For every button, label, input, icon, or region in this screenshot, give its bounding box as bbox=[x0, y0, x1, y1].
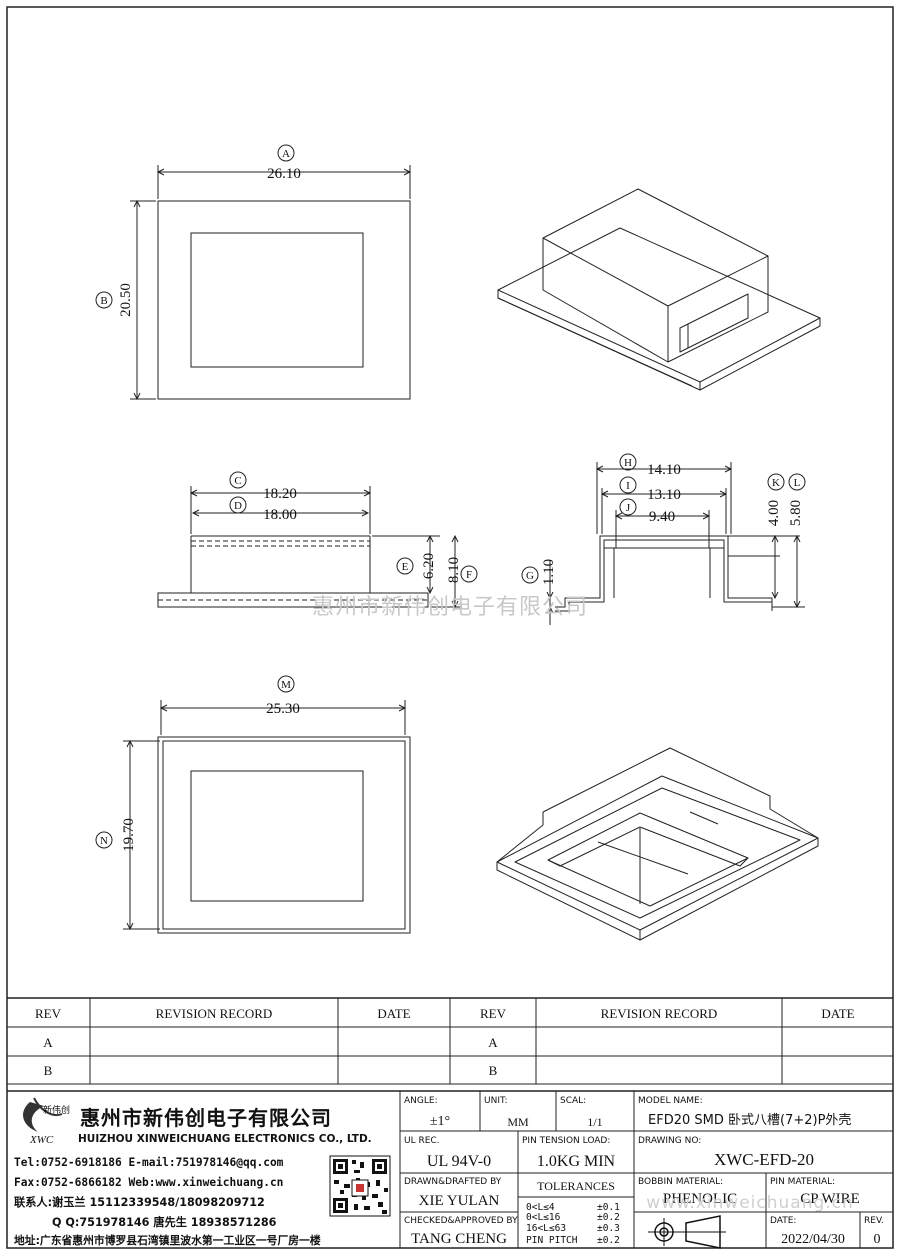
revision-record-header-1: REVISION RECORD bbox=[156, 1006, 273, 1021]
scal-value: 1/1 bbox=[587, 1115, 602, 1129]
drawn-by-value: XIE YULAN bbox=[419, 1193, 500, 1209]
dim-f-value: 8.10 bbox=[446, 557, 462, 583]
tol-range-2: 0<L≤16 bbox=[526, 1212, 561, 1223]
dim-e-value: 6.20 bbox=[421, 553, 437, 579]
pin-material-value: CP WIRE bbox=[800, 1191, 860, 1207]
rev-value: 0 bbox=[874, 1232, 881, 1247]
title-block-grid bbox=[399, 1091, 893, 1248]
rev-header-2: REV bbox=[480, 1006, 507, 1021]
company-tel-line: Tel:0752-6918186 E-mail:751978146@qq.com bbox=[14, 1156, 284, 1169]
balloon-a: A bbox=[282, 148, 290, 160]
balloon-e: E bbox=[402, 561, 409, 573]
balloon-m: M bbox=[281, 679, 291, 691]
angle-value: ±1° bbox=[430, 1114, 450, 1129]
rev-row-a-right: A bbox=[488, 1035, 498, 1050]
model-name-label: MODEL NAME: bbox=[638, 1096, 703, 1106]
company-name-en: HUIZHOU XINWEICHUANG ELECTRONICS CO., LT… bbox=[78, 1133, 372, 1145]
balloon-h: H bbox=[624, 457, 632, 469]
isometric-bottom-view bbox=[496, 747, 819, 941]
tol-range-1: 0<L≤4 bbox=[526, 1202, 555, 1213]
angle-label: ANGLE: bbox=[404, 1096, 438, 1106]
balloon-l: L bbox=[794, 477, 801, 489]
checked-by-value: TANG CHENG bbox=[411, 1231, 507, 1247]
balloon-j: J bbox=[626, 502, 631, 514]
dim-c-value: 18.20 bbox=[263, 486, 297, 502]
drawing-no-value: XWC-EFD-20 bbox=[714, 1150, 814, 1169]
bobbin-material-value: PHENOLIC bbox=[663, 1191, 737, 1207]
logo-cn-text: 新伟创 bbox=[43, 1104, 70, 1116]
dim-n-value: 19.70 bbox=[121, 818, 137, 852]
balloon-b: B bbox=[100, 295, 107, 307]
drawn-by-label: DRAWN&DRAFTED BY bbox=[404, 1177, 502, 1187]
company-fax-line: Fax:0752-6866182 Web:www.xinweichuang.cn bbox=[14, 1176, 283, 1189]
dim-j-value: 9.40 bbox=[649, 509, 675, 525]
revision-table-grid bbox=[7, 997, 893, 1092]
date-header-1: DATE bbox=[377, 1006, 410, 1021]
date-header-2: DATE bbox=[821, 1006, 854, 1021]
model-name-value: EFD20 SMD 卧式八槽(7+2)P外壳 bbox=[648, 1113, 851, 1128]
balloon-n: N bbox=[100, 835, 108, 847]
rev-label: REV. bbox=[864, 1216, 884, 1226]
sheet-border bbox=[6, 6, 894, 1249]
tol-value-1: ±0.1 bbox=[597, 1202, 620, 1213]
date-value: 2022/04/30 bbox=[781, 1232, 845, 1247]
dim-g-value: 1.10 bbox=[541, 559, 557, 585]
scal-label: SCAL: bbox=[560, 1096, 586, 1106]
dim-h-value: 14.10 bbox=[647, 462, 681, 478]
balloon-k: K bbox=[772, 477, 780, 489]
balloon-f: F bbox=[466, 569, 472, 581]
pin-material-label: PIN MATERIAL: bbox=[770, 1177, 835, 1187]
tol-range-4: PIN PITCH bbox=[526, 1235, 578, 1246]
balloon-i: I bbox=[626, 480, 630, 492]
section-view bbox=[521, 453, 806, 625]
unit-label: UNIT: bbox=[484, 1096, 508, 1106]
checked-by-label: CHECKED&APPROVED BY bbox=[404, 1216, 518, 1226]
unit-value: MM bbox=[507, 1115, 529, 1129]
rev-header-1: REV bbox=[35, 1006, 62, 1021]
company-contact-line: 联系人:谢玉兰 15112339548/18098209712 bbox=[14, 1195, 265, 1209]
dim-a-value: 26.10 bbox=[267, 166, 301, 182]
rev-row-a-left: A bbox=[43, 1035, 53, 1050]
ul-rec-label: UL REC. bbox=[404, 1136, 440, 1146]
tol-value-4: ±0.2 bbox=[597, 1235, 620, 1246]
web-watermark: www.xinweichuang.cn bbox=[646, 1193, 854, 1213]
drawing-no-label: DRAWING NO: bbox=[638, 1136, 701, 1146]
company-name-cn: 惠州市新伟创电子有限公司 bbox=[80, 1106, 332, 1130]
balloon-g: G bbox=[526, 570, 534, 582]
tol-value-2: ±0.2 bbox=[597, 1212, 620, 1223]
company-logo: 新伟创 XWC bbox=[23, 1097, 70, 1146]
top-view bbox=[95, 144, 412, 401]
dim-d-value: 18.00 bbox=[263, 507, 297, 523]
ul-rec-value: UL 94V-0 bbox=[427, 1153, 491, 1170]
rev-row-b-left: B bbox=[44, 1063, 53, 1078]
isometric-top-view bbox=[497, 188, 821, 391]
pin-tension-value: 1.0KG MIN bbox=[537, 1153, 616, 1170]
tolerances-label: TOLERANCES bbox=[537, 1179, 615, 1193]
bottom-view bbox=[95, 675, 411, 934]
dim-k-value: 4.00 bbox=[766, 500, 782, 526]
rev-row-b-right: B bbox=[489, 1063, 498, 1078]
company-qq-line: Q Q:751978146 唐先生 18938571286 bbox=[52, 1215, 277, 1229]
dim-m-value: 25.30 bbox=[266, 701, 300, 717]
dim-i-value: 13.10 bbox=[647, 487, 681, 503]
company-address-line: 地址:广东省惠州市博罗县石湾镇里波水第一工业区一号厂房一楼 bbox=[14, 1233, 321, 1247]
tol-value-3: ±0.3 bbox=[597, 1223, 620, 1234]
date-label: DATE: bbox=[770, 1216, 796, 1226]
dim-b-value: 20.50 bbox=[118, 283, 134, 317]
projection-symbol-icon bbox=[648, 1215, 726, 1249]
balloon-d: D bbox=[234, 500, 242, 512]
watermark: 惠州市新伟创电子有限公司 bbox=[312, 595, 588, 620]
side-view bbox=[157, 471, 478, 609]
logo-abbr-text: XWC bbox=[29, 1134, 54, 1146]
qr-code-icon bbox=[329, 1155, 391, 1217]
dim-l-value: 5.80 bbox=[788, 500, 804, 526]
bobbin-material-label: BOBBIN MATERIAL: bbox=[638, 1177, 723, 1187]
pin-tension-label: PIN TENSION LOAD: bbox=[522, 1136, 610, 1146]
balloon-c: C bbox=[234, 475, 241, 487]
revision-record-header-2: REVISION RECORD bbox=[601, 1006, 718, 1021]
tol-range-3: 16<L≤63 bbox=[526, 1223, 566, 1234]
